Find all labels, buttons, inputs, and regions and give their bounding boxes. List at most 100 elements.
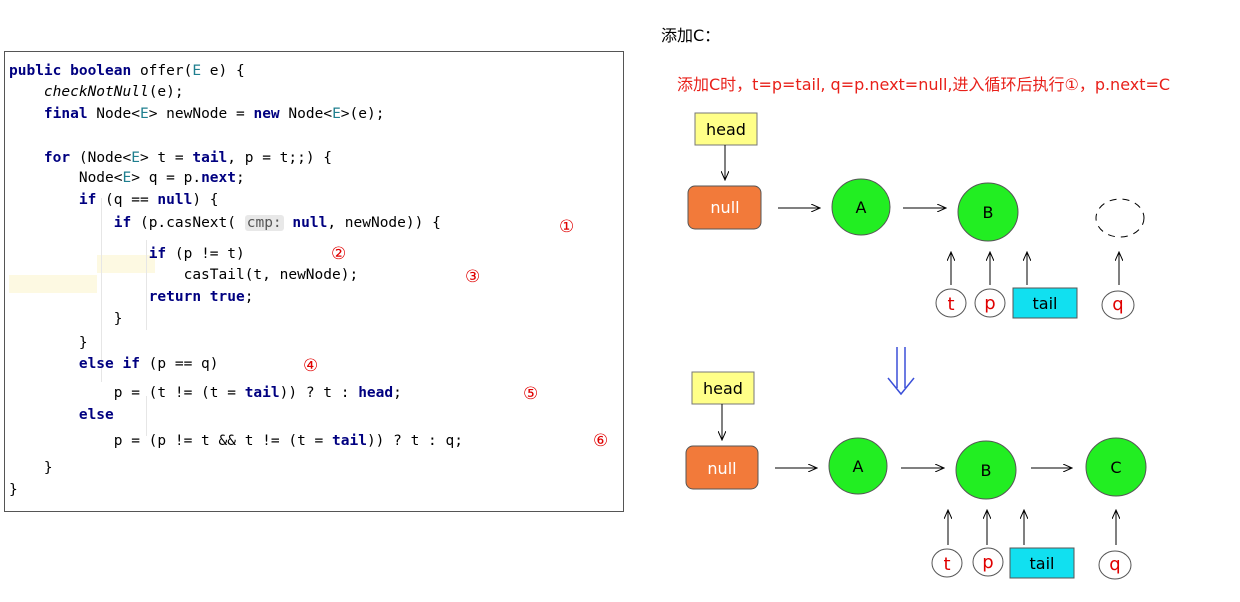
code-token: E [332, 106, 341, 122]
code-token: > q = p. [131, 170, 202, 186]
node-b [957, 182, 1019, 242]
section-title: 添加C： [661, 26, 721, 45]
code-token: head [358, 385, 394, 401]
node-a-label: A [856, 198, 867, 217]
step-marker-3: ③ [465, 267, 481, 287]
code-line: if (p != t) [9, 245, 245, 263]
null-box [685, 445, 759, 490]
step-marker-5: ⑤ [523, 384, 539, 404]
code-token: >(e); [340, 106, 385, 122]
code-line: p = (t != (t = tail)) ? t : head; [9, 384, 402, 402]
null-label: null [710, 198, 739, 217]
code-line: if (p.casNext( cmp: null, newNode)) { [9, 214, 441, 232]
head-label: head [703, 379, 743, 398]
code-token: Node< [279, 106, 333, 122]
code-token: tail [192, 150, 228, 166]
code-token: Node< [9, 170, 123, 186]
code-line: checkNotNull(e); [9, 83, 184, 101]
node-b [955, 440, 1017, 500]
node-a [831, 178, 891, 236]
code-line: Node<E> q = p.next; [9, 169, 245, 187]
code-token: E [131, 150, 140, 166]
code-highlight [97, 255, 155, 273]
code-token: ; [236, 170, 245, 186]
code-token: for [43, 150, 71, 166]
pointer-q [1098, 550, 1132, 580]
code-token: } [9, 482, 18, 498]
indent-guide [146, 396, 147, 436]
code-token: > t = [139, 150, 193, 166]
head-box [691, 371, 755, 405]
code-token: new [253, 106, 280, 122]
pointer-tail-label: tail [1030, 554, 1055, 573]
code-token: , newNode)) { [327, 215, 441, 231]
code-token: e) { [201, 63, 245, 79]
code-token: null [157, 192, 193, 208]
pointer-t [931, 548, 963, 578]
code-highlight [9, 275, 97, 293]
code-token: ; [393, 385, 402, 401]
code-token: } [9, 311, 123, 327]
code-token: )) ? t : [279, 385, 359, 401]
code-token: if [78, 192, 97, 208]
code-token: , p = t;;) { [227, 150, 333, 166]
code-token: cmp: [244, 215, 284, 231]
node-a [828, 437, 888, 495]
code-token: ; [244, 289, 254, 305]
code-token: if [113, 215, 132, 231]
code-token: else if [78, 356, 140, 372]
pointer-q-label: q [1109, 554, 1120, 575]
code-line: return true; [9, 288, 254, 306]
code-token: null [292, 215, 328, 231]
node-c [1085, 437, 1147, 497]
head-box [694, 112, 758, 146]
code-token: checkNotNull [43, 84, 149, 100]
code-panel: public boolean offer(E e) { checkNotNull… [4, 51, 624, 512]
node-c-label: C [1110, 458, 1121, 477]
code-token: } [9, 335, 88, 351]
code-token: p = (p != t && t != (t = [9, 433, 333, 449]
code-token: E [139, 106, 149, 122]
node-b-label: B [983, 203, 994, 222]
code-token: next [201, 170, 236, 186]
code-token: if [148, 246, 167, 262]
code-line: if (q == null) { [9, 191, 219, 209]
pointer-tail [1009, 547, 1075, 579]
code-line: final Node<E> newNode = new Node<E>(e); [9, 105, 385, 123]
code-token: p = (t != (t = [9, 385, 245, 401]
pointer-p-label: p [984, 293, 995, 314]
code-line: public boolean offer(E e) { [9, 62, 245, 80]
code-token: public boolean [9, 63, 132, 79]
code-line: } [9, 481, 18, 499]
pointer-p [972, 547, 1004, 577]
code-line: casTail(t, newNode); [9, 266, 359, 284]
pointer-q [1101, 290, 1135, 320]
pointer-p-label: p [982, 552, 993, 573]
code-line: else [9, 406, 114, 424]
code-token: (q == [96, 192, 158, 208]
description: 添加C时，t=p=tail, q=p.next=null,进入循环后执行①，p.… [677, 75, 1171, 94]
code-token: final [43, 106, 88, 122]
step-marker-1: ① [559, 217, 575, 237]
pointer-tail-label: tail [1033, 294, 1058, 313]
code-token: return true [148, 289, 245, 305]
pointer-t [935, 288, 967, 318]
code-token: tail [332, 433, 367, 449]
code-token: (p == q) [139, 356, 219, 372]
code-line: for (Node<E> t = tail, p = t;;) { [9, 149, 332, 167]
code-line: else if (p == q) [9, 355, 219, 373]
pointer-t-label: t [947, 294, 954, 315]
code-line: } [9, 310, 123, 328]
code-token: Node< [87, 106, 140, 122]
node-a-label: A [853, 457, 864, 476]
diagram-top: head null A B t p tail q [687, 112, 1145, 320]
code-token: E [192, 63, 202, 79]
indent-guide [101, 198, 102, 382]
code-token: (e); [148, 84, 184, 100]
code-token: else [78, 407, 114, 423]
null-label: null [707, 459, 736, 478]
code-token: (p != t) [166, 246, 245, 262]
code-token: )) ? t : q; [366, 433, 463, 449]
pointer-p [974, 288, 1006, 318]
